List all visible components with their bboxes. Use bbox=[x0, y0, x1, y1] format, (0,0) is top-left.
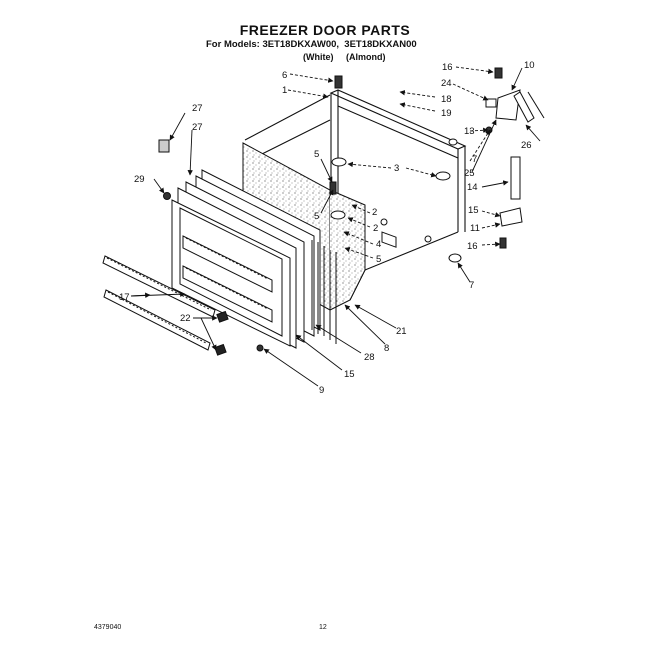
callout-15: 15 bbox=[344, 369, 355, 380]
callout-5-left: 5 bbox=[314, 211, 319, 222]
colors-line: (White) (Almond) bbox=[303, 52, 386, 62]
callout-16-top: 16 bbox=[442, 62, 453, 73]
callout-27: 27 bbox=[192, 122, 203, 133]
door-gasket bbox=[311, 240, 337, 344]
callout-19: 19 bbox=[441, 108, 452, 119]
callout-5-upper: 5 bbox=[314, 149, 319, 160]
callout-2-lower: 2 bbox=[373, 223, 378, 234]
callout-2-upper: 2 bbox=[372, 207, 377, 218]
leader-lines bbox=[130, 66, 541, 387]
callout-18: 18 bbox=[441, 94, 452, 105]
callout-21: 21 bbox=[396, 326, 407, 337]
callout-11: 11 bbox=[470, 223, 480, 234]
callout-13: 13 bbox=[464, 126, 475, 137]
callout-12: 14 bbox=[467, 182, 478, 193]
callout-23: 24 bbox=[441, 78, 452, 89]
callout-5-lower: 5 bbox=[376, 254, 381, 265]
callout-3: 3 bbox=[394, 163, 399, 174]
callout-29: 29 bbox=[134, 174, 145, 185]
callout-24: 25 bbox=[464, 168, 475, 179]
door-shelf-bars bbox=[102, 255, 216, 351]
liner-shelves bbox=[182, 235, 273, 323]
callout-16-bottom: 16 bbox=[467, 241, 478, 252]
callout-4: 4 bbox=[376, 239, 381, 250]
callout-labels: 6 1 16 10 24 18 19 13 26 7 25 14 15 11 1… bbox=[119, 60, 535, 396]
shelf-end-caps bbox=[214, 310, 229, 356]
callout-26: 27 bbox=[192, 103, 203, 114]
callout-7-upper: 7 bbox=[472, 154, 477, 165]
callout-6: 6 bbox=[282, 70, 287, 81]
models-line: For Models: 3ET18DKXAW00, 3ET18DKXAN00 bbox=[206, 39, 417, 50]
callout-7-lower: 7 bbox=[469, 280, 474, 291]
callout-17: 17 bbox=[119, 292, 130, 303]
page-number: 12 bbox=[319, 624, 327, 631]
document-number: 4379040 bbox=[94, 624, 122, 631]
callout-22: 22 bbox=[180, 313, 191, 324]
diagram-title: FREEZER DOOR PARTS bbox=[239, 22, 411, 38]
callout-1: 1 bbox=[282, 85, 287, 96]
callout-14: 15 bbox=[468, 205, 479, 216]
callout-8: 8 bbox=[384, 343, 389, 354]
callout-9: 9 bbox=[319, 385, 324, 396]
hinge-assembly bbox=[495, 89, 545, 227]
hardware-parts bbox=[158, 67, 507, 352]
callout-28: 28 bbox=[364, 352, 375, 363]
callout-25: 26 bbox=[521, 140, 532, 151]
callout-10: 10 bbox=[524, 60, 535, 71]
